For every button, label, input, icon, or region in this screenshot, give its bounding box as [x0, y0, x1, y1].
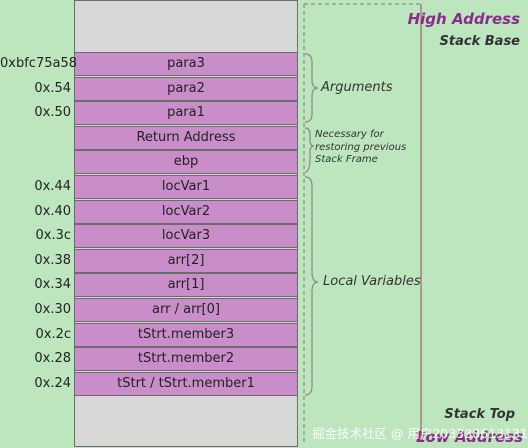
address-label: [0, 126, 71, 150]
stack-base-label: Stack Base: [439, 34, 520, 49]
address-label: 0x.34: [34, 277, 71, 292]
address-label: 0x.44: [34, 179, 71, 194]
watermark: 掘金技术社区 @ 用户2033386131314: [312, 426, 528, 441]
stack-cell: locVar3: [74, 224, 298, 248]
stack-cell: tStrt / tStrt.member1: [74, 372, 298, 396]
stack-cell: para3: [74, 52, 298, 76]
arguments-brace: [304, 53, 319, 123]
frame-note-line-1: Necessary for: [315, 129, 384, 140]
address-label: 0x.54: [34, 81, 71, 96]
address-label: 0x.3c: [35, 228, 71, 243]
locals-brace: [304, 176, 319, 396]
stack-cell: para2: [74, 77, 298, 101]
address-label: 0x.30: [34, 302, 71, 317]
low-address-label: Low Address: [416, 428, 523, 446]
frame-note-line-2: restoring previous: [315, 141, 407, 153]
address-label: 0x.50: [34, 105, 71, 120]
stack-cell: arr[1]: [74, 273, 298, 297]
stack-cell: locVar1: [74, 175, 298, 199]
frame-note-line-3: Stack Frame: [315, 154, 378, 165]
stack-cell: ebp: [74, 150, 298, 174]
stack-cell: tStrt.member2: [74, 347, 298, 371]
address-label: 0xbfc75a58: [0, 56, 77, 71]
address-label: 0x.28: [34, 351, 71, 366]
stack-cell: locVar2: [74, 200, 298, 224]
stack-top-label: Stack Top: [444, 407, 515, 422]
high-address-label: High Address: [407, 10, 520, 28]
frame-brace: [304, 127, 315, 173]
address-label: [0, 150, 71, 174]
stack-cell: arr / arr[0]: [74, 298, 298, 322]
address-label: 0x.38: [34, 253, 71, 268]
address-label: 0x.2c: [35, 327, 71, 342]
arguments-label: Arguments: [321, 80, 393, 95]
stack-cell: Return Address: [74, 126, 298, 150]
stack-cell: tStrt.member3: [74, 323, 298, 347]
stack-cell: para1: [74, 101, 298, 125]
locals-label: Local Variables: [323, 274, 421, 289]
frame-note: Necessary for restoring previous Stack F…: [315, 129, 425, 167]
address-label: 0x.24: [34, 376, 71, 391]
address-label: 0x.40: [34, 204, 71, 219]
stack-cell: arr[2]: [74, 249, 298, 273]
